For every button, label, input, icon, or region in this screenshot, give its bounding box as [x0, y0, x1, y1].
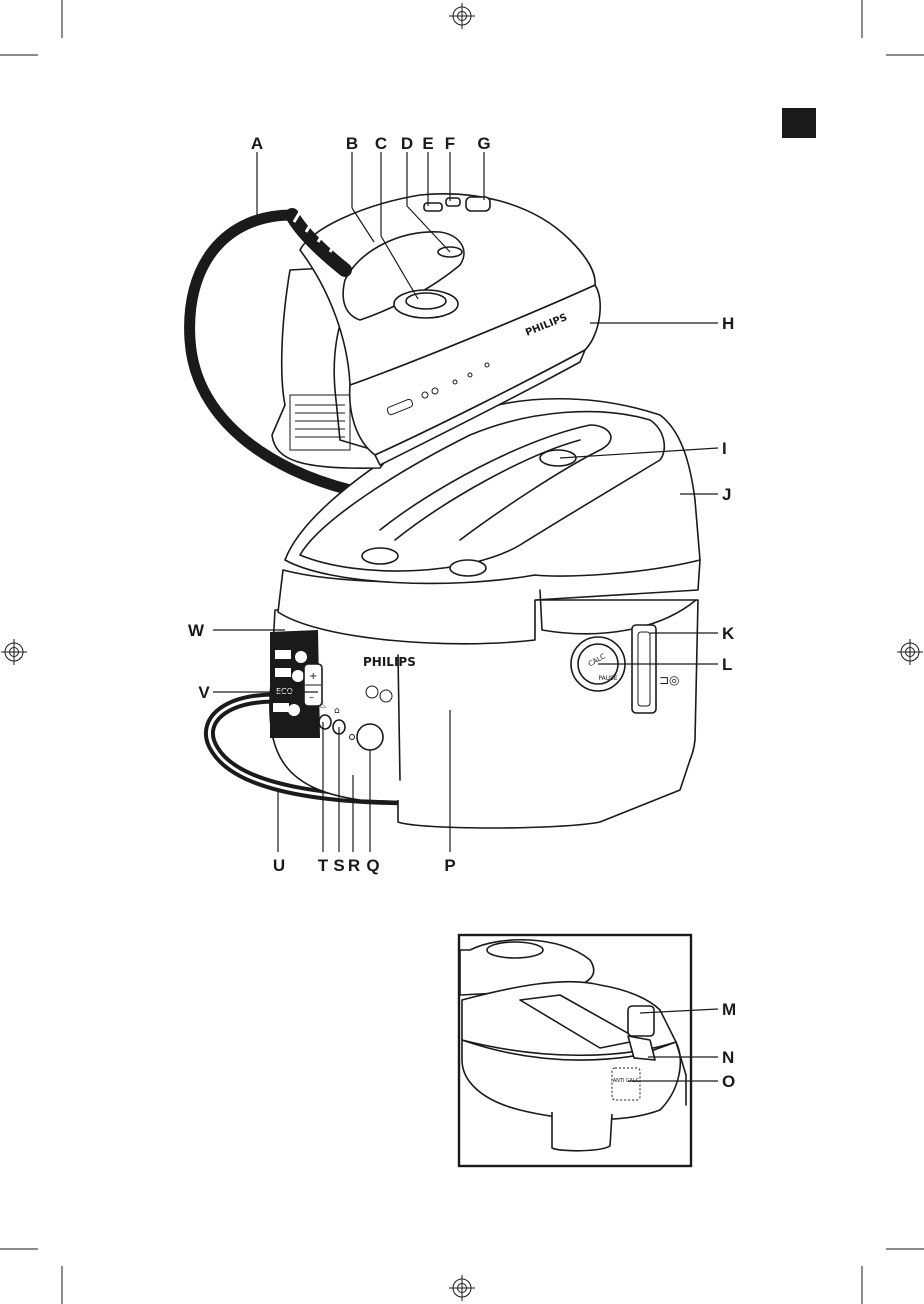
svg-text:♨: ♨ — [319, 701, 327, 711]
anti-calc-label: ANTI CALC — [613, 1078, 640, 1084]
water-level-window — [631, 624, 657, 714]
setting-button-3[interactable] — [288, 704, 300, 716]
steam-control-dial[interactable] — [393, 289, 459, 319]
mains-plug-icon: ⊐◎ — [659, 673, 680, 687]
label-h: H — [722, 314, 734, 333]
label-b: B — [346, 134, 358, 153]
on-off-button[interactable] — [356, 723, 384, 751]
base-unit: PHILIPS ♨ ⌂ ECO + – CALC PAUSE ⊐◎ — [269, 398, 701, 829]
temperature-light — [445, 197, 461, 207]
label-c: C — [375, 134, 387, 153]
language-tab-marker — [782, 108, 816, 138]
label-p: P — [444, 856, 455, 875]
label-k: K — [722, 624, 735, 643]
anti-calc-tablet-lid[interactable] — [627, 1005, 655, 1037]
rest-pad-right — [449, 559, 487, 577]
label-j: J — [722, 485, 731, 504]
label-a: A — [251, 134, 263, 153]
label-u: U — [273, 856, 285, 875]
registration-mark-right — [897, 639, 923, 665]
base-brand-logo: PHILIPS — [363, 655, 416, 669]
label-i: I — [722, 439, 727, 458]
label-v: V — [198, 683, 210, 702]
setting-button-2[interactable] — [292, 670, 304, 682]
registration-mark-left — [1, 639, 27, 665]
label-o: O — [722, 1072, 735, 1091]
anti-calc-tablet — [611, 1067, 641, 1101]
registration-mark-bottom — [449, 1275, 475, 1301]
temperature-dial[interactable] — [465, 196, 491, 212]
label-s: S — [333, 856, 344, 875]
setting-table — [295, 404, 345, 438]
rest-pad-left — [361, 547, 399, 565]
minus-button-label: – — [309, 692, 314, 703]
steam-lock-button[interactable] — [423, 202, 443, 212]
svg-text:⌂: ⌂ — [334, 706, 340, 716]
label-d: D — [401, 134, 413, 153]
label-r: R — [348, 856, 360, 875]
label-n: N — [722, 1048, 734, 1067]
label-l: L — [722, 655, 732, 674]
label-f: F — [445, 134, 455, 153]
label-q: Q — [366, 856, 379, 875]
inset-view: ANTI CALC — [457, 933, 693, 1168]
rest-pad-back — [539, 449, 577, 467]
registration-mark-top — [449, 3, 475, 29]
label-w: W — [188, 621, 205, 640]
steam-ready-light — [318, 714, 332, 730]
label-m: M — [722, 1000, 736, 1019]
label-g: G — [477, 134, 490, 153]
callout-labels: A B C D E F G H I J K L M N O P Q R S T … — [188, 134, 736, 1091]
leader-lines — [213, 152, 719, 1082]
label-e: E — [422, 134, 433, 153]
setting-button-1[interactable] — [295, 651, 307, 663]
label-t: T — [318, 856, 329, 875]
dial-pause-label: PAUSE — [598, 675, 618, 682]
plus-button-label: + — [309, 671, 317, 682]
